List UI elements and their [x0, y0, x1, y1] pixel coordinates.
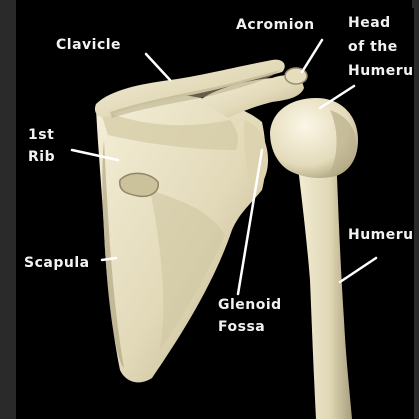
acromion-label: Acromion: [236, 16, 315, 34]
rib-label-line2: Rib: [28, 148, 55, 166]
humerus-head-label-line3: Humeru: [348, 62, 414, 80]
clavicle-pointer: [146, 54, 170, 80]
rib-label-line1: 1st: [28, 126, 54, 144]
humerus-label: Humeru: [348, 226, 414, 244]
clavicle-label: Clavicle: [56, 36, 121, 54]
first-rib-bone: [120, 173, 159, 196]
humerus-shaft: [296, 149, 352, 419]
glenoid-label-line2: Fossa: [218, 318, 265, 336]
glenoid-label-line1: Glenoid: [218, 296, 282, 314]
scapula-label: Scapula: [24, 254, 90, 272]
humerus-pointer: [340, 258, 376, 282]
humerus-head-label-line2: of the: [348, 38, 398, 56]
humerus-head-label-line1: Head: [348, 14, 391, 32]
acromion-pointer: [302, 40, 322, 72]
